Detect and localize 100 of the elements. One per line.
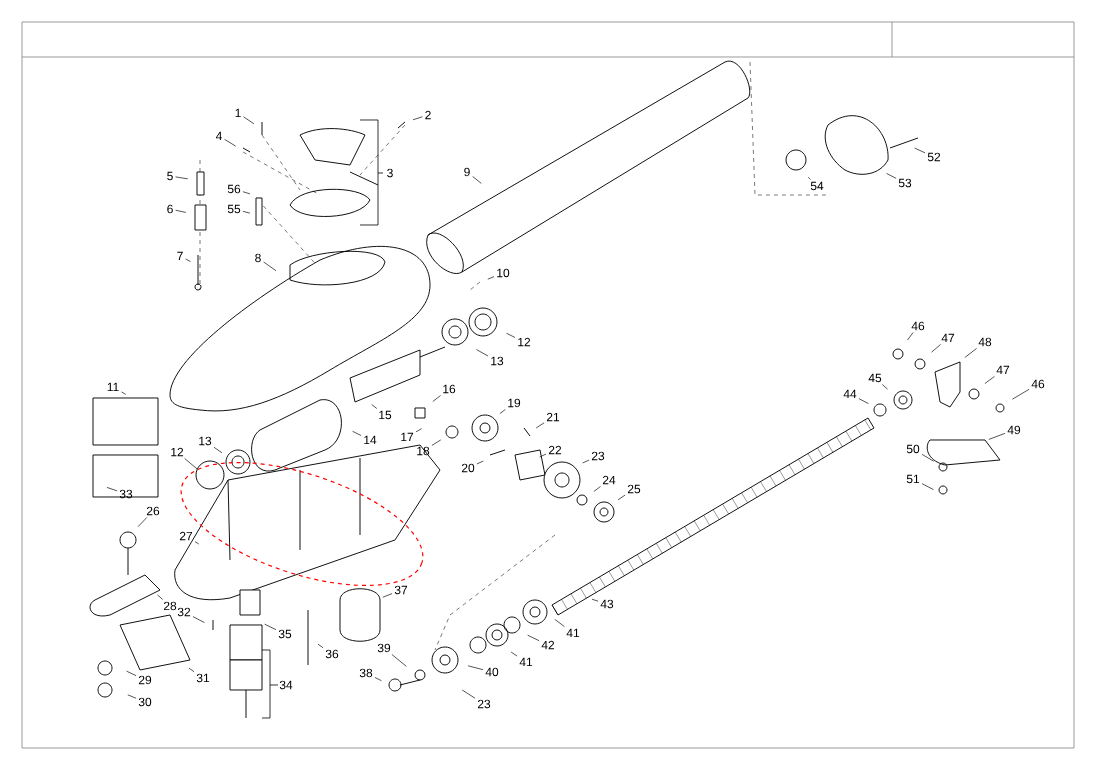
callout-number: 36: [325, 649, 339, 659]
callout-number: 53: [898, 178, 912, 188]
callout-number: 55: [227, 204, 241, 214]
leader-line: [391, 654, 407, 667]
leader-line: [499, 409, 506, 414]
callout-number: 41: [566, 628, 580, 638]
callout-number: 38: [359, 668, 373, 678]
callout-number: 23: [477, 699, 491, 709]
callout-number: 18: [417, 446, 430, 456]
leader-line: [412, 116, 423, 121]
leader-line: [914, 147, 926, 154]
callout-number: 37: [394, 585, 408, 595]
leader-line: [175, 176, 189, 180]
leader-line: [242, 211, 251, 214]
callout-number: 29: [138, 675, 152, 685]
callout-number: 27: [179, 531, 193, 541]
leader-line: [476, 460, 484, 465]
callout-number: 32: [177, 607, 191, 617]
callout-number: 41: [519, 657, 533, 667]
leader-line: [185, 258, 191, 262]
callout-number: 40: [485, 667, 499, 677]
callout-number: 46: [1031, 379, 1045, 389]
leader-line: [539, 453, 547, 458]
leader-line: [184, 458, 198, 470]
callout-number: 4: [215, 131, 222, 141]
leader-line: [931, 344, 941, 353]
callout-number: 30: [138, 697, 152, 707]
callout-number: 10: [497, 268, 510, 278]
callout-number: 12: [518, 337, 531, 347]
leader-line: [487, 276, 495, 280]
leader-line: [137, 517, 148, 527]
leader-line: [510, 651, 518, 657]
leader-line: [461, 689, 476, 699]
callout-number: 25: [627, 484, 641, 494]
callout-number: 20: [461, 463, 475, 473]
leader-line: [192, 616, 205, 623]
leader-line: [263, 261, 277, 272]
leader-line: [476, 349, 489, 357]
leader-line: [415, 428, 422, 433]
callout-number: 39: [377, 643, 391, 653]
leader-line: [506, 332, 516, 338]
callout-number: 52: [927, 152, 941, 162]
callout-number: 14: [364, 435, 377, 445]
callout-number: 54: [810, 181, 824, 191]
callout-number: 33: [119, 489, 133, 499]
callout-number: 44: [843, 389, 857, 399]
leader-line: [807, 176, 811, 180]
leader-line: [886, 173, 897, 179]
callout-number: 51: [906, 474, 920, 484]
callout-number: 42: [541, 640, 555, 650]
callout-number: 22: [548, 445, 562, 455]
callout-number: 47: [941, 333, 955, 343]
callout-number: 31: [196, 673, 210, 683]
leader-line: [431, 439, 442, 446]
leader-line: [582, 459, 590, 464]
callout-number: 15: [379, 410, 392, 420]
leader-line: [382, 593, 393, 598]
callout-number: 13: [199, 436, 212, 446]
leader-line: [881, 384, 888, 390]
leader-line: [126, 670, 137, 677]
leader-line: [988, 433, 1006, 440]
leader-line: [964, 348, 977, 358]
leader-line: [352, 430, 362, 436]
leader-line: [371, 404, 378, 409]
callout-number: 19: [508, 398, 521, 408]
callout-number: 3: [387, 168, 393, 178]
leader-line: [188, 667, 195, 673]
callout-number: 11: [107, 382, 119, 392]
callout-number: 48: [978, 337, 992, 347]
leader-line: [472, 176, 482, 184]
callout-number: 28: [163, 601, 177, 611]
leader-line: [127, 694, 137, 699]
callout-number: 7: [177, 251, 183, 261]
leader-line: [467, 665, 484, 671]
callout-number: 46: [911, 321, 925, 331]
callout-number: 50: [906, 444, 920, 454]
leader-line: [175, 209, 187, 213]
leader-line: [617, 494, 626, 501]
callout-number: 26: [146, 506, 160, 516]
leader-line: [593, 486, 601, 492]
leader-line: [554, 619, 565, 627]
leader-line: [921, 483, 934, 490]
leader-line: [1011, 388, 1030, 400]
leader-line: [858, 398, 869, 404]
callout-number: 6: [167, 204, 173, 214]
callout-number: 12: [171, 447, 184, 457]
leader-line: [242, 191, 251, 195]
callout-number: 23: [591, 451, 605, 461]
callout-number: 47: [996, 365, 1010, 375]
leader-line: [535, 422, 545, 429]
leader-line: [106, 487, 118, 492]
callout-number: 2: [425, 110, 431, 120]
leader-line: [432, 395, 441, 402]
callout-number: 8: [255, 253, 261, 263]
leader-line: [374, 677, 382, 682]
leader-line: [194, 541, 200, 545]
callout-number: 5: [167, 171, 173, 181]
leader-line: [264, 623, 277, 631]
leader-line: [213, 446, 223, 454]
leader-line: [907, 332, 914, 341]
